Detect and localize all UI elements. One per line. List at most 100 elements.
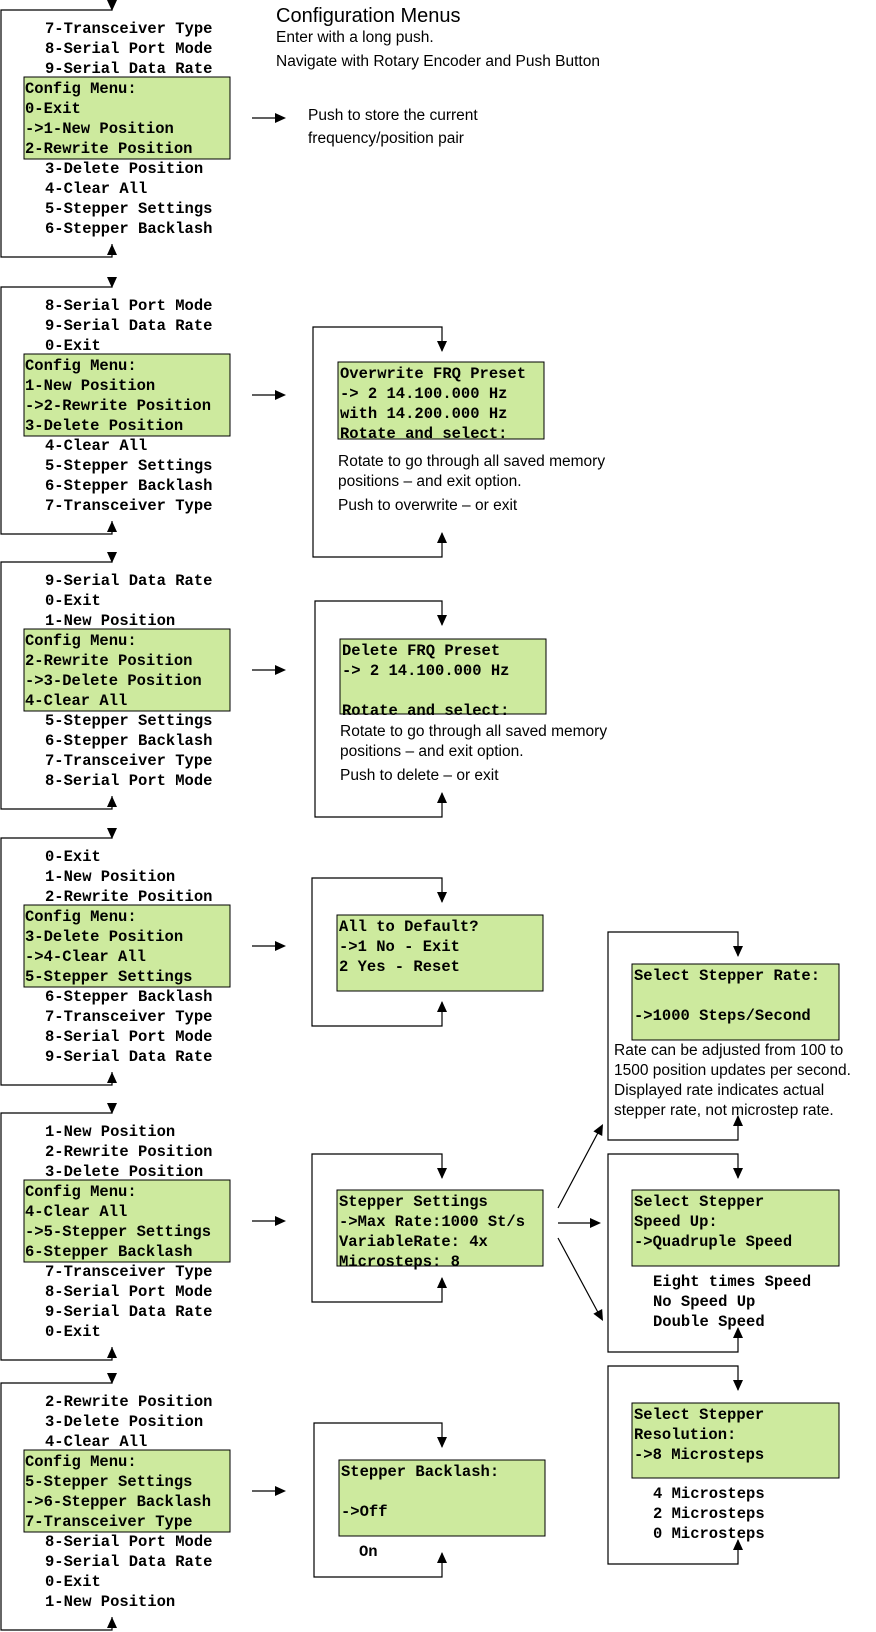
arrowhead-icon — [107, 244, 117, 255]
option-line: 4 Microsteps — [653, 1485, 765, 1503]
menu-line: 4-Clear All — [45, 1433, 147, 1451]
action-note: positions – and exit option. — [338, 473, 522, 490]
lcd-line: Overwrite FRQ Preset — [340, 365, 526, 383]
lcd-line: ->8 Microsteps — [634, 1446, 764, 1464]
lcd-line: Stepper Settings — [339, 1193, 488, 1211]
menu-line: Config Menu: — [25, 80, 137, 98]
menu-line: 0-Exit — [25, 100, 81, 118]
config-menu-highlight — [23, 628, 231, 712]
action-note: Rotate to go through all saved memory — [340, 723, 607, 740]
menu-line: 5-Stepper Settings — [25, 968, 192, 986]
header-line-2: Navigate with Rotary Encoder and Push Bu… — [276, 53, 600, 70]
stepper-submenu-1: Select Stepper Rate: ->1000 Steps/SecondR… — [607, 931, 851, 1141]
menu-line: 8-Serial Port Mode — [45, 1533, 212, 1551]
menu-line: Config Menu: — [25, 908, 137, 926]
lcd-line: ->Max Rate:1000 St/s — [339, 1213, 525, 1231]
config-menu-highlight — [23, 1179, 231, 1263]
arrowhead-icon — [593, 1308, 603, 1321]
menu-line: 0-Exit — [45, 848, 101, 866]
action-note: Push to overwrite – or exit — [338, 497, 518, 514]
menu-line: Config Menu: — [25, 357, 137, 375]
lcd-line: Rotate and select: — [342, 702, 509, 720]
menu-line: 6-Stepper Backlash — [45, 732, 212, 750]
action-note: Displayed rate indicates actual — [614, 1082, 824, 1099]
menu-line: Config Menu: — [25, 1183, 137, 1201]
menu-line: 4-Clear All — [25, 692, 127, 710]
menu-line: 4-Clear All — [45, 437, 147, 455]
menu-line: 7-Transceiver Type — [45, 1008, 212, 1026]
menu-row-3: 9-Serial Data Rate 0-Exit 1-New PositionCo… — [0, 552, 607, 818]
menu-line: 9-Serial Data Rate — [45, 60, 212, 78]
menu-line: 9-Serial Data Rate — [45, 1048, 212, 1066]
lcd-screen — [631, 1189, 840, 1267]
arrowhead-icon — [107, 552, 117, 563]
diagram-title: Configuration Menus — [276, 5, 461, 27]
arrowhead-icon — [593, 1124, 603, 1137]
config-menu-highlight — [23, 76, 231, 160]
option-line: Double Speed — [653, 1313, 765, 1331]
connector-line — [607, 1153, 739, 1353]
menu-line: 1-New Position — [45, 1123, 175, 1141]
lcd-line: Rotate and select: — [340, 425, 507, 443]
menu-line: 2-Rewrite Position — [45, 1143, 212, 1161]
action-note: Push to delete – or exit — [340, 767, 499, 784]
lcd-line: Select Stepper Rate: — [634, 967, 820, 985]
arrowhead-icon — [733, 1327, 743, 1338]
lcd-line: Speed Up: — [634, 1213, 718, 1231]
action-note: stepper rate, not microstep rate. — [614, 1102, 834, 1119]
connector-line — [314, 600, 443, 818]
menu-line: 0-Exit — [45, 592, 101, 610]
lcd-screen — [339, 638, 547, 715]
lcd-line: Select Stepper — [634, 1193, 764, 1211]
connector-line — [557, 1126, 602, 1209]
arrowhead-icon — [733, 1168, 743, 1179]
menu-line: 1-New Position — [45, 612, 175, 630]
menu-line: 1-New Position — [25, 377, 155, 395]
menu-line: 9-Serial Data Rate — [45, 1303, 212, 1321]
menu-line: 7-Transceiver Type — [45, 1263, 212, 1281]
menu-line: 8-Serial Port Mode — [45, 1283, 212, 1301]
arrowhead-icon — [437, 1437, 447, 1448]
lcd-screen — [336, 1189, 544, 1267]
lcd-line: Microsteps: 8 — [339, 1253, 460, 1271]
arrowhead-icon — [437, 792, 447, 803]
lcd-line: Stepper Backlash: — [341, 1463, 499, 1481]
arrowhead-icon — [107, 1373, 117, 1384]
lcd-line: VariableRate: 4x — [339, 1233, 488, 1251]
action-note: Rate can be adjusted from 100 to — [614, 1042, 843, 1059]
menu-line: 7-Transceiver Type — [45, 20, 212, 38]
menu-line: 9-Serial Data Rate — [45, 317, 212, 335]
connector-line — [557, 1237, 602, 1319]
menu-line: 8-Serial Port Mode — [45, 1028, 212, 1046]
lcd-line: Select Stepper — [634, 1406, 764, 1424]
menu-line: 7-Transceiver Type — [25, 1513, 192, 1531]
action-note: 1500 position updates per second. — [614, 1062, 851, 1079]
arrowhead-icon — [107, 0, 117, 11]
stepper-submenus: Select Stepper Rate: ->1000 Steps/SecondR… — [557, 931, 851, 1565]
action-note: Push to store the current — [308, 107, 478, 124]
menu-line: 9-Serial Data Rate — [45, 572, 212, 590]
lcd-line: All to Default? — [339, 918, 479, 936]
option-line: 2 Microsteps — [653, 1505, 765, 1523]
connector-line — [311, 1153, 443, 1303]
menu-line: 6-Stepper Backlash — [45, 477, 212, 495]
option-line: On — [359, 1543, 378, 1561]
connector-line — [311, 877, 443, 1027]
lcd-screen — [631, 963, 840, 1041]
lcd-line: ->Quadruple Speed — [634, 1233, 792, 1251]
arrowhead-icon — [437, 892, 447, 903]
connector-line — [313, 1422, 443, 1578]
arrowhead-icon — [275, 941, 286, 951]
config-menu-highlight — [23, 1449, 231, 1533]
menu-line: Config Menu: — [25, 632, 137, 650]
menu-line: 8-Serial Port Mode — [45, 772, 212, 790]
arrowhead-icon — [437, 1277, 447, 1288]
lcd-line: ->1000 Steps/Second — [634, 1007, 811, 1025]
menu-line: ->6-Stepper Backlash — [25, 1493, 211, 1511]
action-note: frequency/position pair — [308, 130, 464, 147]
